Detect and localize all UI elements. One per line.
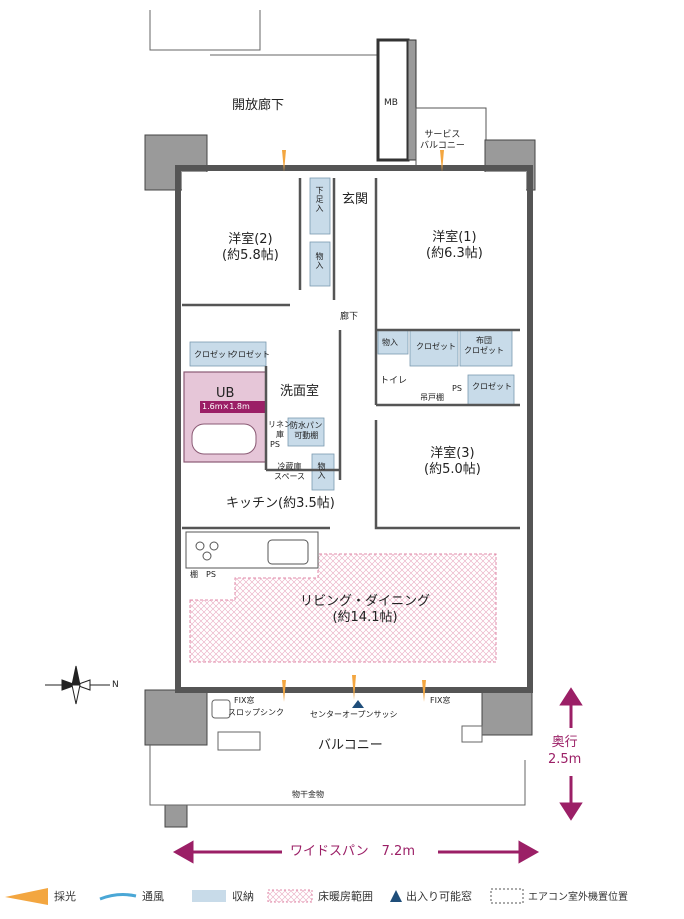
legend-floor-heating: 床暖房範囲: [318, 890, 373, 903]
washroom-label: 洗面室: [280, 384, 320, 399]
fridge-space-label: 冷蔵庫 スペース: [274, 462, 306, 481]
compass-label: N: [112, 680, 119, 690]
waterproof-pan-label: 防水パン 可動棚: [290, 421, 323, 440]
ps-label-kitchen: PS: [206, 570, 216, 579]
closet-label-3: クロゼット: [472, 382, 512, 391]
legend-symbols: [5, 888, 524, 905]
wide-span-dimension: ワイドスパン 7.2m: [290, 844, 415, 859]
unit-bath-size: 1.6m×1.8m: [202, 402, 250, 411]
legend-light-icon: [5, 888, 48, 905]
legend-storage: 収納: [232, 890, 254, 903]
mb-shaft: [376, 38, 410, 162]
fix-window-label-left: FIX窓: [234, 696, 255, 705]
legend-light: 採光: [54, 890, 76, 903]
laundry-rack-label: 物干金物: [292, 790, 324, 799]
shoe-storage-label: 下足入: [315, 186, 324, 213]
entrance-label: 玄関: [342, 192, 369, 207]
unit-bath-label: UB: [216, 386, 235, 401]
service-balcony-label: サービス バルコニー: [420, 130, 465, 152]
storage-areas: [189, 177, 515, 491]
fix-window-label-right: FIX窓: [430, 696, 451, 705]
ps-label-toilet: PS: [452, 384, 462, 393]
living-dining-label: リビング・ダイニング (約14.1帖): [300, 594, 431, 626]
legend-ac-unit: エアコン室外機置位置: [528, 892, 628, 903]
accessible-window-marker: [352, 700, 364, 708]
legend-accessible-window: 出入り可能窓: [406, 890, 472, 903]
compass-icon: [45, 665, 110, 705]
balcony-label: バルコニー: [318, 738, 383, 753]
ps-label-wash: PS: [270, 440, 280, 449]
toilet-label: トイレ: [380, 376, 408, 386]
closet-label-1: クロゼット: [194, 350, 234, 359]
interior-walls: [182, 178, 520, 530]
linen-label: リネン 庫: [268, 420, 292, 439]
shelf-label: 棚: [190, 570, 198, 579]
balcony-lines: [149, 699, 526, 806]
open-corridor-label: 開放廊下: [232, 98, 285, 113]
legend-wind-icon: [99, 893, 137, 901]
span-arrow: [172, 840, 540, 864]
hanging-shelf-label: 吊戸棚: [420, 393, 444, 402]
light-markers: [282, 150, 444, 702]
closet-label-hall: クロゼット: [416, 342, 456, 351]
hallway-label: 廊下: [340, 312, 359, 322]
depth-arrow: [559, 687, 583, 821]
legend-heat-swatch: [267, 889, 313, 903]
legend-storage-swatch: [192, 890, 226, 902]
center-sash-label: センターオープンサッシ: [310, 710, 398, 719]
open-corridor-lines: [149, 10, 380, 56]
depth-dimension: 奥行 2.5m: [548, 735, 582, 767]
storage-label-1: 物入: [315, 252, 324, 270]
western-room-1-label: 洋室(1) (約6.3帖): [426, 230, 483, 262]
slop-sink-label: スロップシンク: [228, 708, 284, 717]
storage-label-3: 物入: [317, 462, 326, 480]
floor-heating-area: [189, 553, 497, 663]
mb-label: MB: [384, 98, 398, 108]
western-room-2-label: 洋室(2) (約5.8帖): [222, 232, 279, 264]
legend-window-icon: [390, 890, 402, 902]
kitchen-counter: [185, 531, 319, 569]
western-room-3-label: 洋室(3) (約5.0帖): [424, 446, 481, 478]
legend-ventilation: 通風: [142, 890, 164, 903]
futon-closet-label: 布団 クロゼット: [464, 336, 504, 355]
closet-label-2: クロゼット: [230, 350, 270, 359]
legend-ac-icon: [490, 888, 524, 904]
storage-label-2: 物入: [382, 338, 398, 347]
kitchen-label: キッチン(約3.5帖): [226, 496, 335, 511]
